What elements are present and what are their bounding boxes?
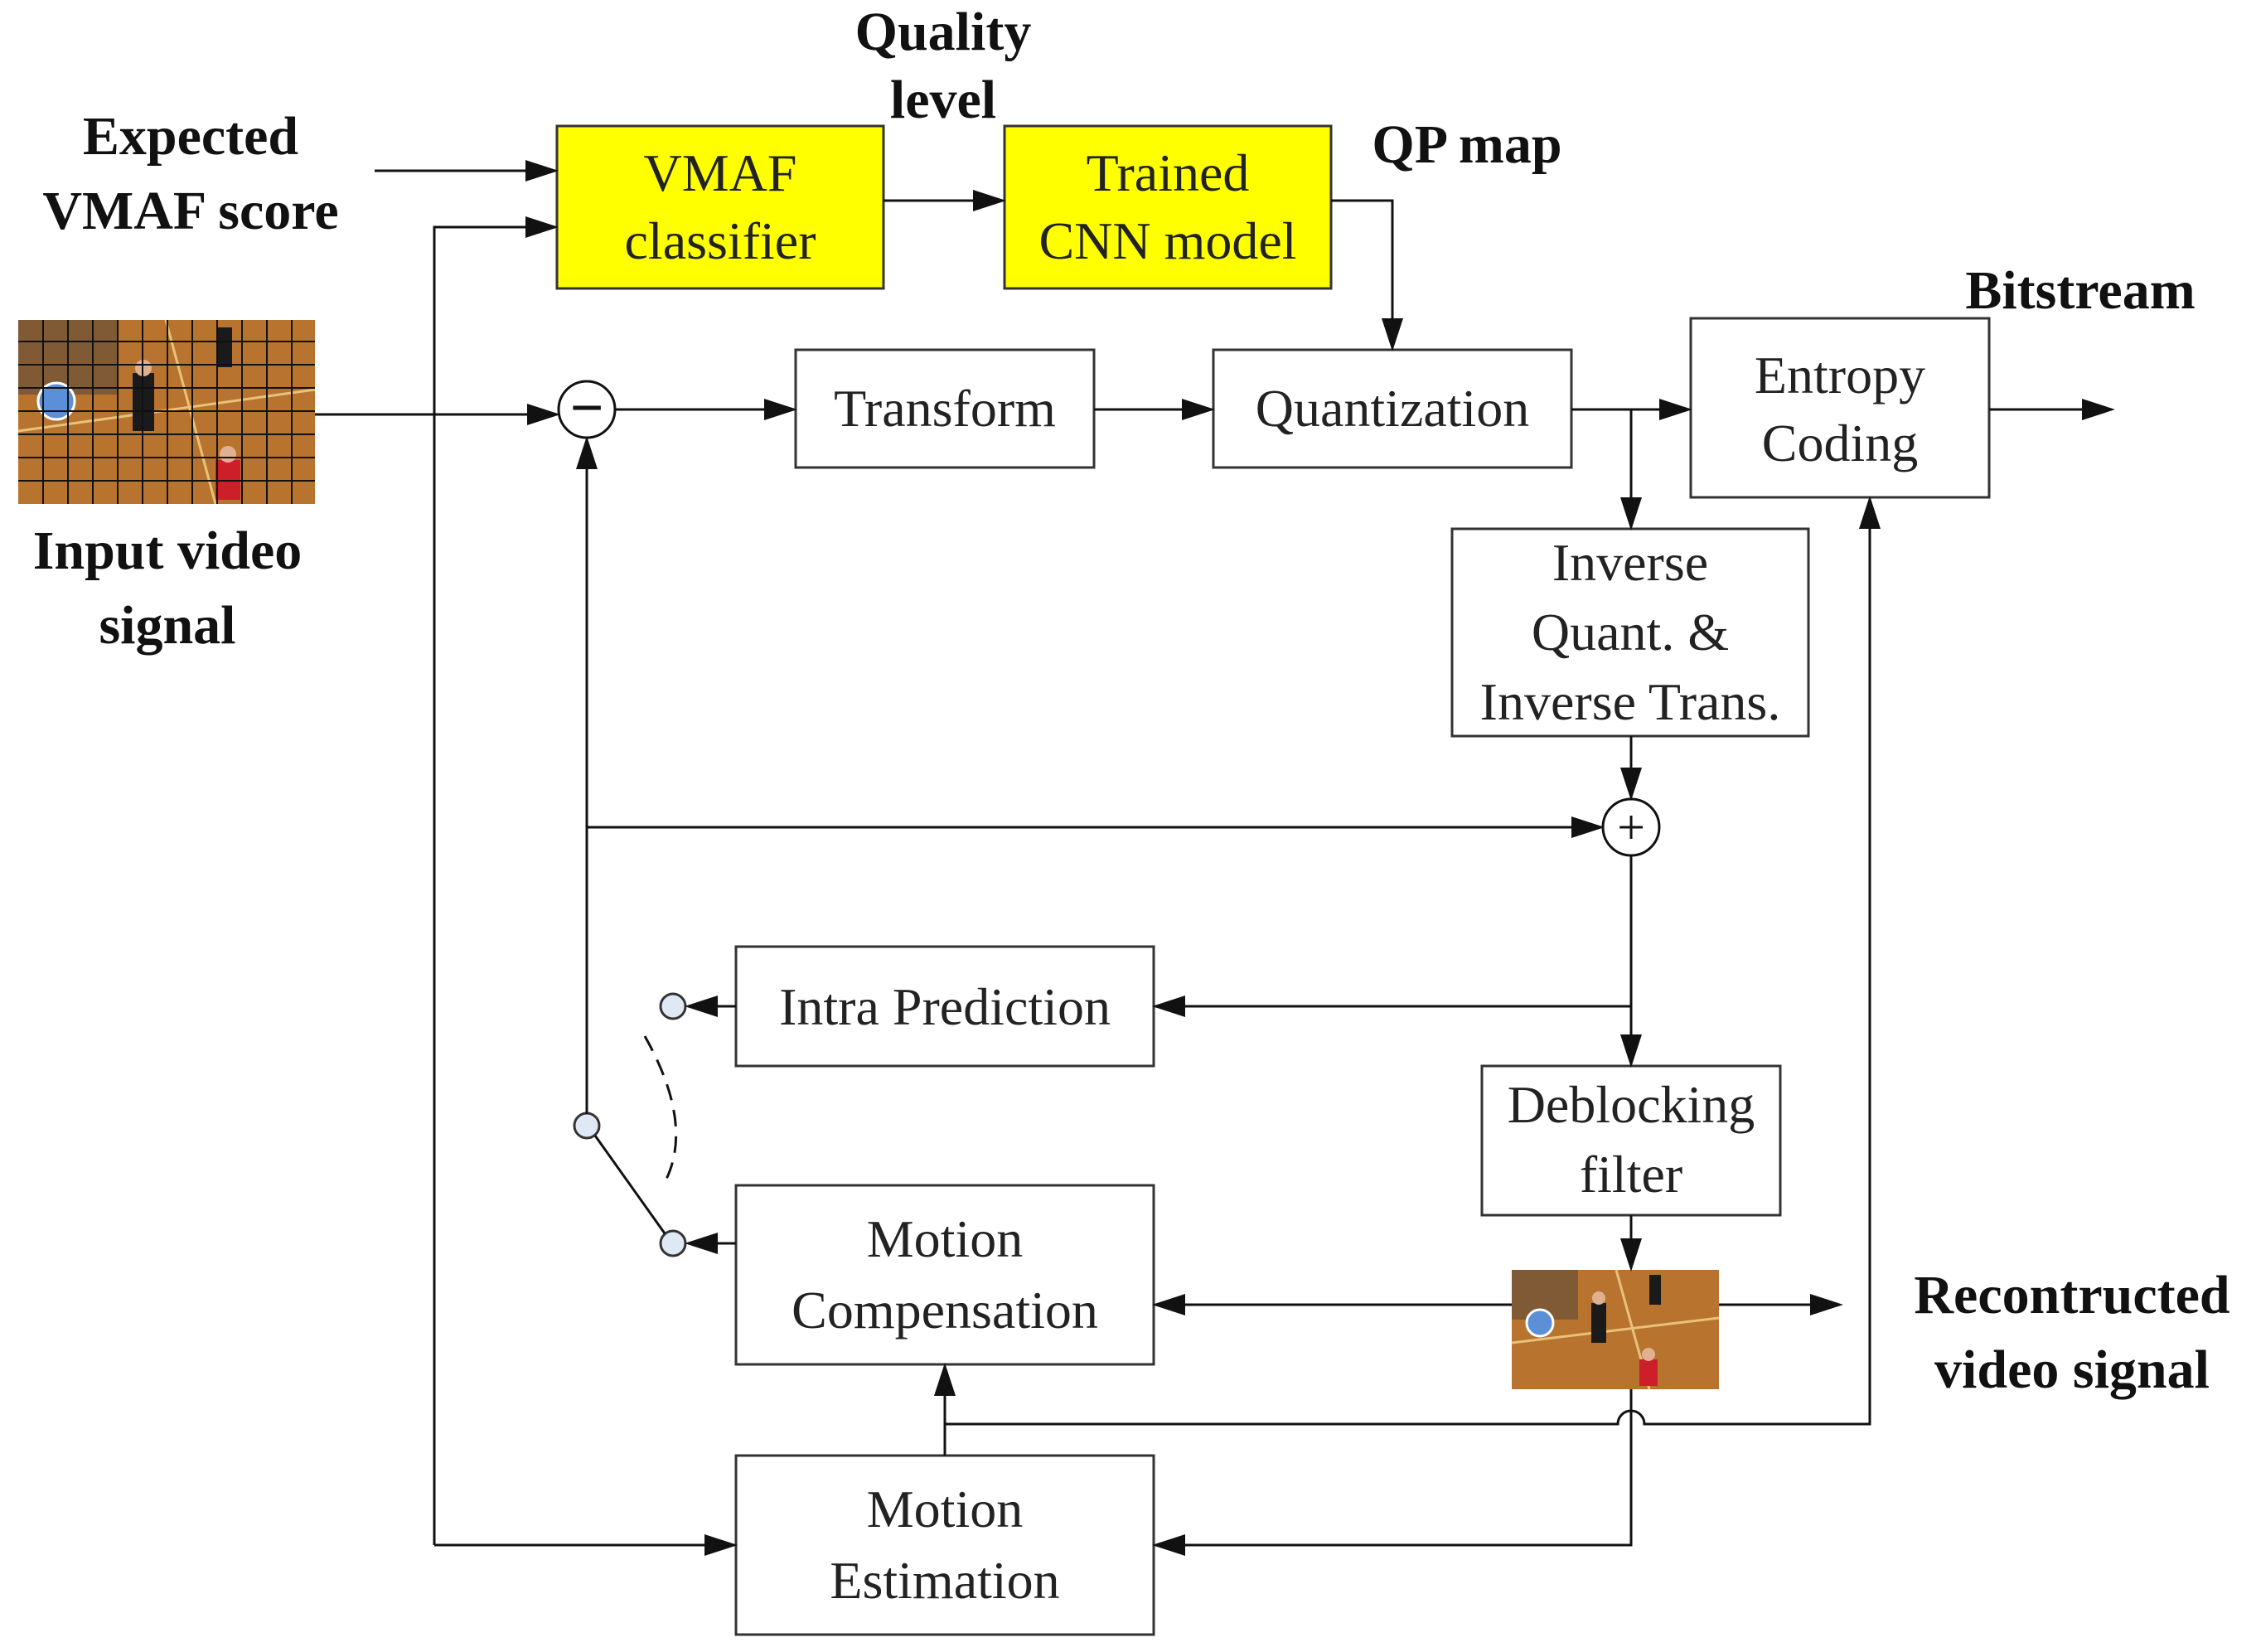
svg-text:Motion: Motion (867, 1209, 1023, 1268)
switch-arc (643, 1035, 678, 1186)
svg-text:level: level (890, 70, 996, 130)
svg-text:+: + (1617, 800, 1645, 855)
motion-compensation-block: Motion Compensation (734, 1184, 1155, 1366)
switch-pivot-node (573, 1112, 601, 1140)
svg-text:Recontructed: Recontructed (1914, 1265, 2229, 1325)
svg-text:Inverse: Inverse (1552, 533, 1708, 592)
entropy-coding-block: Entropy Coding (1689, 317, 1991, 499)
adder-node: + (1601, 797, 1661, 857)
svg-text:VMAF: VMAF (644, 143, 797, 202)
vmaf-classifier-block: VMAF classifier (555, 124, 885, 290)
quality-level-label: Quality level (855, 2, 1032, 130)
svg-text:Quality: Quality (855, 2, 1032, 62)
transform-block: Transform (794, 348, 1096, 469)
svg-text:filter: filter (1580, 1145, 1682, 1204)
svg-text:signal: signal (99, 595, 235, 656)
motion-estimation-block: Motion Estimation (734, 1454, 1155, 1636)
subtractor-node: − (557, 375, 617, 441)
svg-text:Trained: Trained (1087, 143, 1250, 202)
connections (315, 160, 2115, 1556)
switch-intra-node (659, 992, 687, 1020)
svg-text:Inverse Trans.: Inverse Trans. (1480, 672, 1781, 731)
svg-text:Expected: Expected (83, 106, 298, 167)
svg-text:Input video: Input video (33, 521, 303, 581)
expected-vmaf-label: Expected VMAF score (42, 106, 338, 241)
inverse-quant-block: Inverse Quant. & Inverse Trans. (1450, 527, 1810, 738)
svg-text:classifier: classifier (625, 211, 816, 270)
svg-text:Compensation: Compensation (792, 1281, 1098, 1340)
quantization-block: Quantization (1212, 348, 1573, 469)
svg-text:Quantization: Quantization (1256, 379, 1530, 438)
svg-text:Entropy: Entropy (1755, 346, 1925, 405)
svg-text:Motion: Motion (867, 1480, 1023, 1538)
intra-prediction-block: Intra Prediction (734, 945, 1155, 1068)
svg-text:Transform: Transform (834, 379, 1056, 438)
switch-arm (593, 1135, 666, 1234)
input-video-label: Input video signal (33, 521, 303, 656)
svg-text:CNN model: CNN model (1038, 211, 1296, 270)
qp-map-label: QP map (1372, 114, 1561, 175)
bitstream-label: Bitstream (1965, 260, 2195, 321)
reconstructed-frame-icon (1511, 1269, 1720, 1390)
svg-text:Estimation: Estimation (830, 1551, 1059, 1610)
switch-inter-node (659, 1229, 687, 1257)
svg-text:VMAF score: VMAF score (42, 181, 338, 241)
svg-text:video signal: video signal (1934, 1340, 2210, 1400)
input-frame-icon (17, 319, 316, 505)
svg-text:Quant. &: Quant. & (1532, 603, 1729, 661)
trained-cnn-block: Trained CNN model (1003, 124, 1333, 290)
deblocking-filter-block: Deblocking filter (1480, 1064, 1782, 1217)
svg-text:Coding: Coding (1762, 414, 1918, 472)
svg-text:−: − (569, 375, 603, 441)
reconstructed-video-label: Recontructed video signal (1914, 1265, 2229, 1400)
svg-text:Intra Prediction: Intra Prediction (779, 977, 1111, 1036)
svg-text:Deblocking: Deblocking (1508, 1075, 1755, 1134)
